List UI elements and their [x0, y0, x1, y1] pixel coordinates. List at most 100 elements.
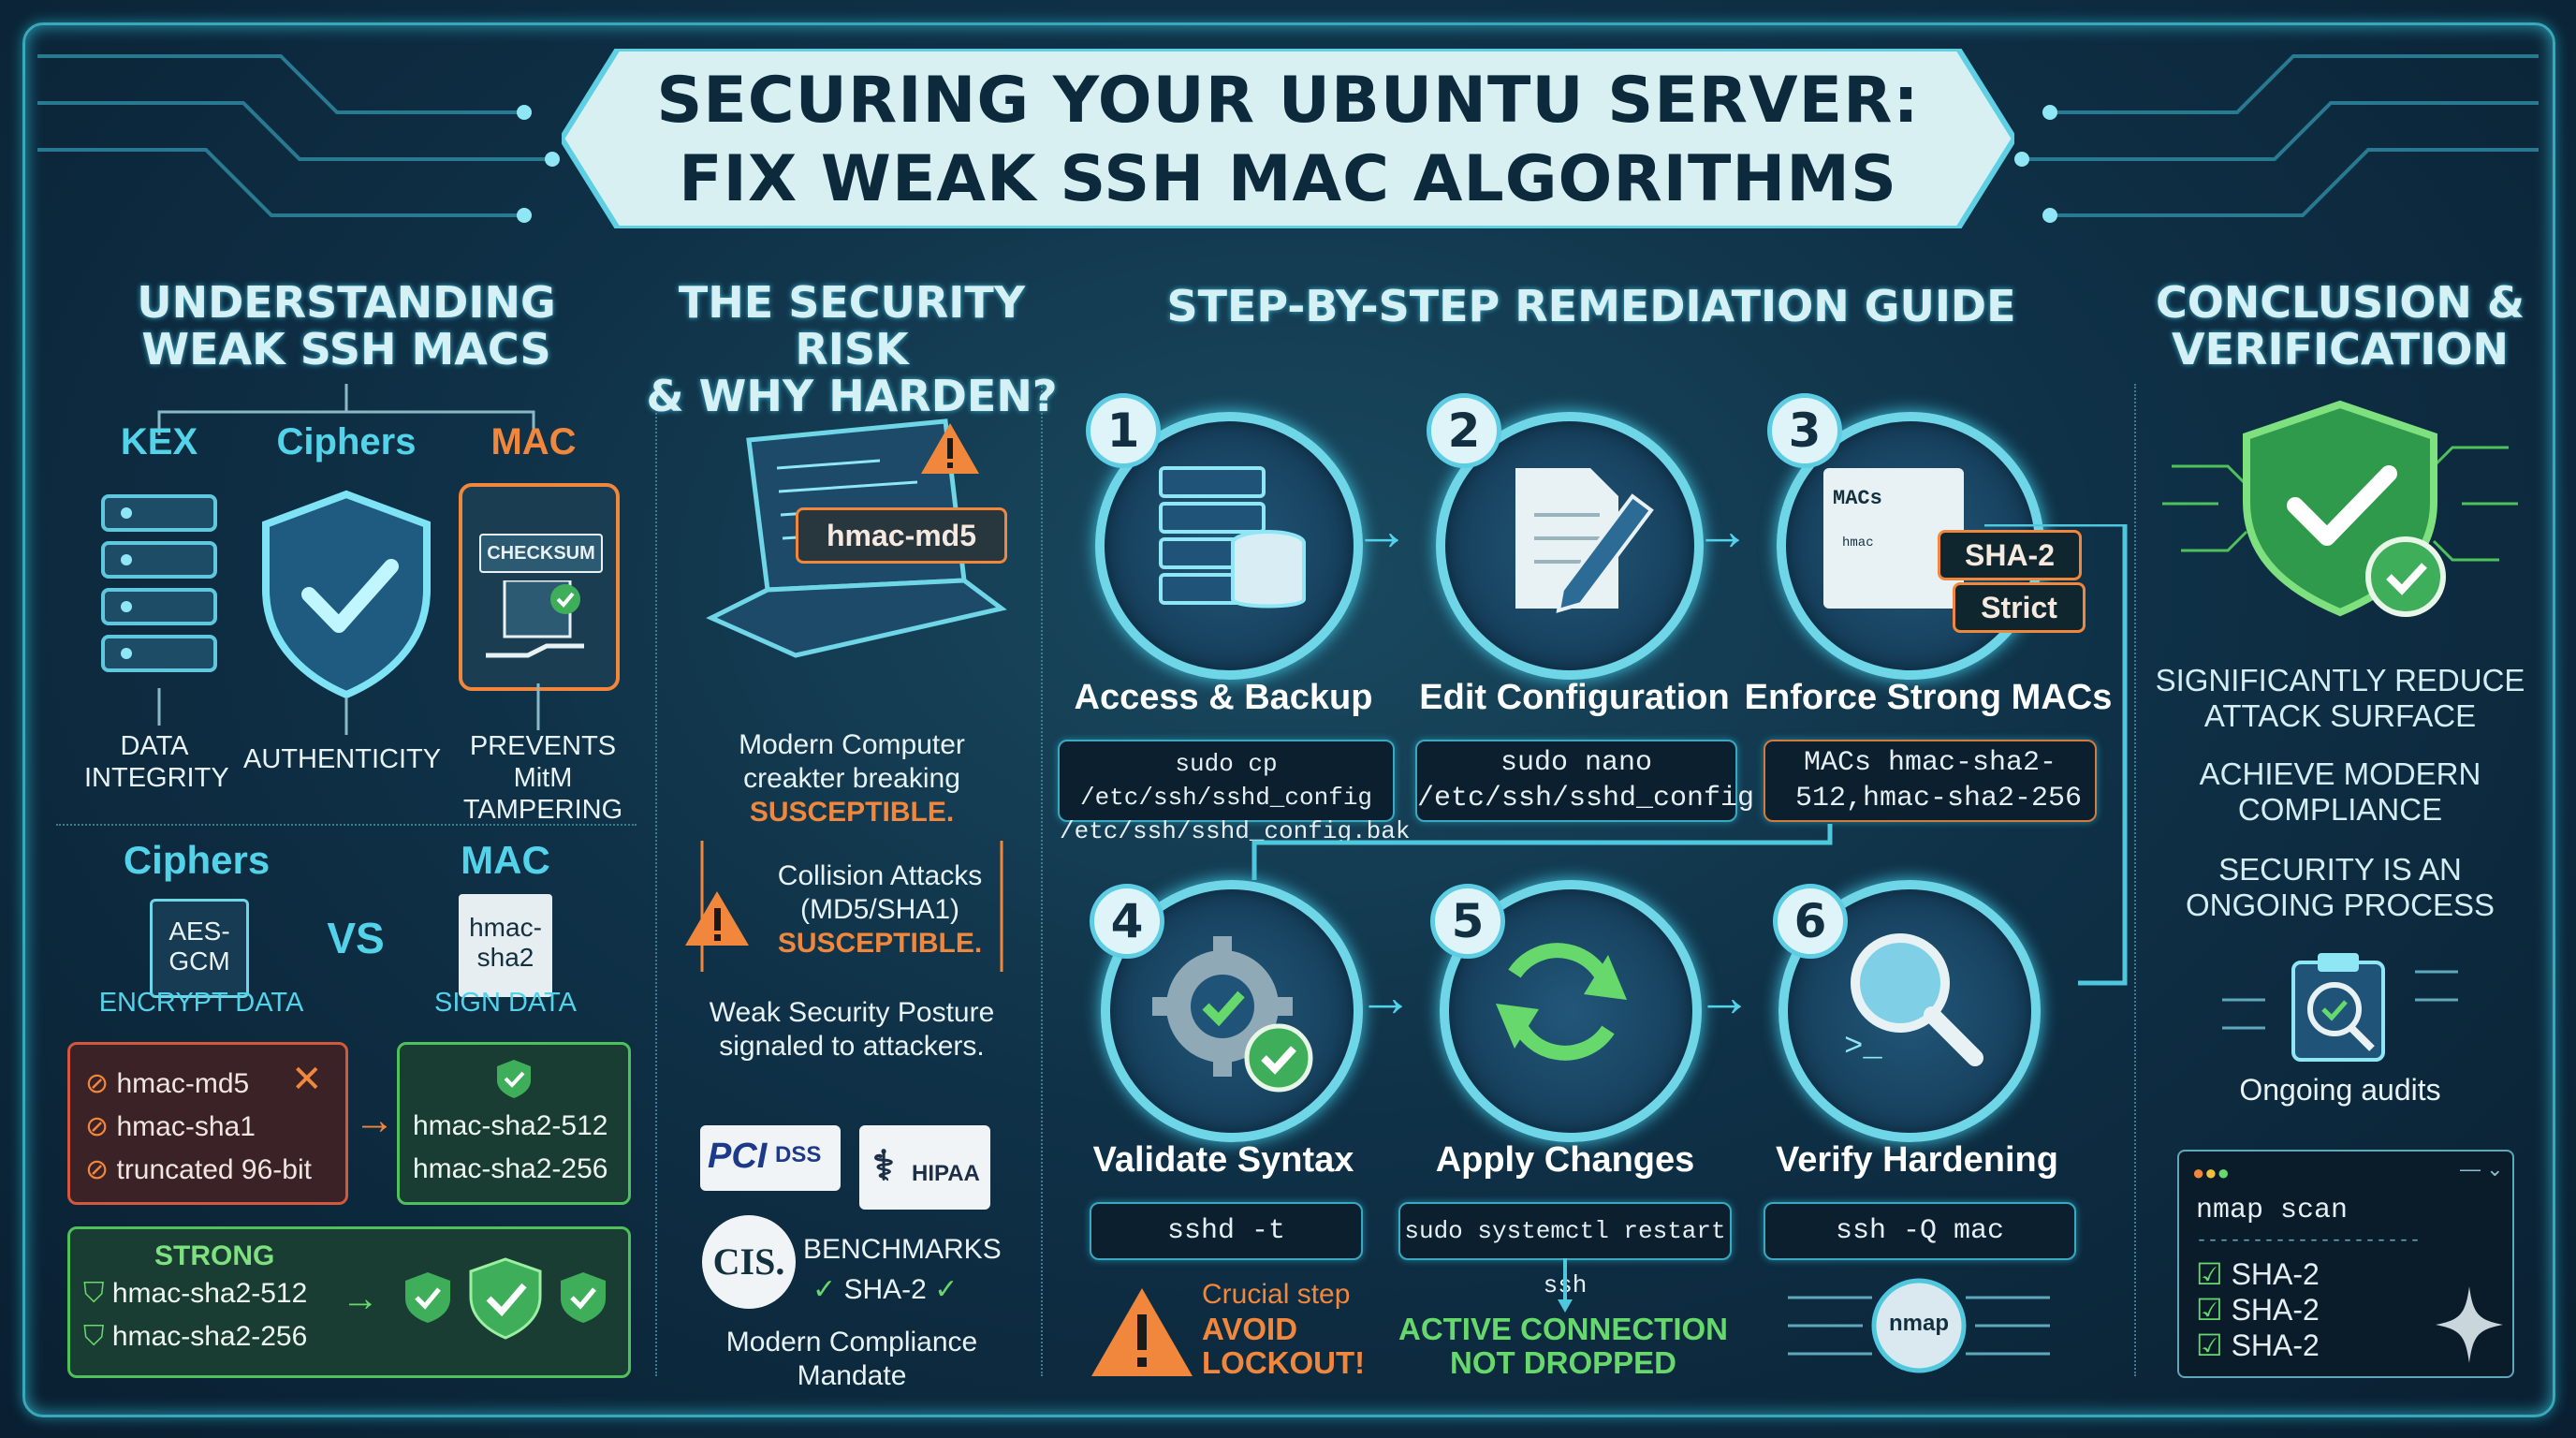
nmap-terminal-window: ●●● — ⌄ nmap scan -------------------- ☑… — [2177, 1150, 2514, 1378]
strong-mac-name: hmac-sha2-256 — [111, 1321, 308, 1352]
check-icon: ✓ — [934, 1274, 959, 1305]
checksum-label: CHECKSUM — [479, 534, 603, 573]
connector-line — [536, 683, 540, 730]
weak-mac-name: hmac-sha1 — [116, 1111, 256, 1142]
blocked-icon: ⊘ — [85, 1111, 110, 1142]
point-2-line-2: COMPLIANCE — [2237, 792, 2443, 827]
terminal-title: nmap scan — [2196, 1195, 2349, 1226]
col2-heading-line-1: THE SECURITY RISK — [678, 277, 1026, 374]
ongoing-audits-label: Ongoing audits — [2239, 1073, 2441, 1107]
strong-mac-item: ⛉ hmac-sha2-512 — [83, 1278, 307, 1310]
divider — [56, 824, 637, 826]
weak-mac-name: hmac-md5 — [116, 1068, 250, 1099]
title-line-2: FIX WEAK SSH MAC ALGORITHMS — [679, 142, 1897, 216]
step-4-title: Validate Syntax — [1092, 1140, 1354, 1180]
config-macs-text: MACs — [1833, 487, 1882, 510]
sha2-tag: SHA-2 — [1938, 530, 2082, 580]
step-4-circle — [1101, 880, 1363, 1142]
conclusion-point-2: ACHIEVE MODERN COMPLIANCE — [2144, 756, 2537, 828]
shield-check-icon — [497, 1060, 531, 1098]
active-connection-label: ACTIVE CONNECTION NOT DROPPED — [1385, 1313, 1741, 1380]
prompt-symbol: >_ — [1844, 1030, 1882, 1065]
point-1-line-2: ATTACK SURFACE — [2203, 698, 2477, 733]
col2-heading-line-2: & WHY HARDEN? — [646, 371, 1058, 421]
terminal-row-text: SHA-2 — [2231, 1293, 2320, 1327]
collision-line-2: (MD5/SHA1) — [799, 894, 960, 925]
step-6-title: Verify Hardening — [1776, 1140, 2058, 1180]
window-controls: ●●● — [2192, 1161, 2230, 1184]
vs-mac-label: MAC — [461, 838, 550, 882]
step-2-command: sudo nano /etc/ssh/sshd_config — [1415, 740, 1754, 822]
nmap-network-icon — [1788, 1278, 2050, 1373]
conclusion-point-1: SIGNIFICANTLY REDUCE ATTACK SURFACE — [2144, 663, 2537, 734]
col4-heading: CONCLUSION & VERIFICATION — [2144, 279, 2537, 373]
step-4-command: sshd -t — [1090, 1202, 1363, 1260]
md5-tag: hmac-md5 — [796, 507, 1007, 564]
hipaa-text: HIPAA — [912, 1161, 980, 1186]
shield-trio-icon — [405, 1257, 606, 1340]
aes-line-1: AES- — [168, 917, 230, 946]
warning-icon — [1091, 1288, 1193, 1376]
arrow-right-icon: → — [1357, 965, 1413, 1028]
conclusion-point-3: SECURITY IS AN ONGOING PROCESS — [2144, 852, 2537, 923]
hmac-document-icon: hmac- sha2 — [459, 894, 552, 997]
strict-tag: Strict — [1953, 582, 2086, 633]
arrow-right-icon: → — [1696, 965, 1752, 1028]
checkbox-checked-icon: ☑ — [2196, 1328, 2223, 1362]
weak-posture-text: Weak Security Posture signaled to attack… — [674, 996, 1030, 1064]
avoid-line-2: LOCKOUT! — [1202, 1345, 1366, 1380]
weak-posture-line-1: Weak Security Posture — [709, 997, 995, 1028]
refresh-icon — [1496, 943, 1627, 1061]
shield-verified-icon — [2162, 400, 2518, 617]
step-5-number: 5 — [1430, 884, 1505, 959]
weak-mac-item: ⊘ hmac-sha1 — [85, 1110, 256, 1143]
prevents-line-1: PREVENTS MitM — [469, 731, 617, 793]
check-icon: ✓ — [812, 1274, 837, 1305]
dss-text: DSS — [775, 1142, 822, 1167]
connector-line — [344, 697, 348, 735]
caduceus-icon: ⚕ — [872, 1143, 895, 1189]
weak-mac-item: ⊘ truncated 96-bit — [85, 1153, 312, 1186]
terminal-controls-icon[interactable]: — ⌄ — [2460, 1157, 2504, 1181]
magnifier-terminal-icon — [1851, 933, 1983, 1066]
title-banner: SECURING YOUR UBUNTU SERVER: FIX WEAK SS… — [562, 49, 2014, 228]
cis-logo: CIS. — [702, 1215, 796, 1309]
step-1-title: Access & Backup — [1074, 678, 1373, 717]
active-line-2: NOT DROPPED — [1449, 1345, 1677, 1380]
step-6-number: 6 — [1773, 884, 1848, 959]
strong-label: STRONG — [154, 1240, 275, 1271]
hipaa-logo: ⚕ HIPAA — [859, 1125, 990, 1210]
weak-mac-name: truncated 96-bit — [116, 1154, 312, 1185]
server-database-icon — [1159, 466, 1306, 609]
outer-frame — [22, 22, 2555, 1417]
pci-dss-logo: PCI DSS — [700, 1125, 841, 1191]
terminal-divider: -------------------- — [2196, 1230, 2422, 1252]
shield-icon: ⛉ — [83, 1321, 105, 1352]
mandate-line-2: Mandate — [797, 1360, 907, 1391]
terminal-row: ☑ SHA-2 — [2196, 1292, 2320, 1328]
point-3-line-2: ONGOING PROCESS — [2185, 888, 2496, 922]
modern-computer-text: Modern Computer creakter breaking SUSCEP… — [674, 728, 1030, 829]
avoid-line-1: AVOID — [1202, 1312, 1298, 1346]
column-separator — [655, 384, 657, 1376]
modern-line-1: Modern Computer — [739, 729, 965, 760]
sign-data-label: SIGN DATA — [434, 988, 577, 1018]
step-5-title: Apply Changes — [1435, 1140, 1695, 1180]
arrow-right-icon: → — [342, 1278, 379, 1319]
step-3-number: 3 — [1767, 393, 1842, 468]
col1-heading-line-2: WEAK SSH MACs — [141, 324, 551, 374]
aes-line-2: GCM — [168, 946, 230, 976]
step-3-command: MACs hmac-sha2- 512,hmac-sha2-256 — [1764, 740, 2097, 822]
step-2-title: Edit Configuration — [1419, 678, 1730, 717]
col1-heading-line-1: UNDERSTANDING — [137, 277, 556, 328]
audit-clipboard-icon — [2222, 953, 2458, 1062]
hmac-doc-line-2: sha2 — [476, 943, 534, 972]
authenticity-label: AUTHENTICITY — [243, 744, 442, 774]
strong-mac-item: ⛉ hmac-sha2-256 — [83, 1321, 307, 1353]
vs-label: VS — [327, 914, 385, 962]
collision-line-1: Collision Attacks — [777, 860, 983, 891]
shield-icon: ⛉ — [83, 1278, 105, 1309]
step-1-number: 1 — [1086, 393, 1161, 468]
avoid-lockout-label: AVOID LOCKOUT! — [1202, 1313, 1370, 1380]
